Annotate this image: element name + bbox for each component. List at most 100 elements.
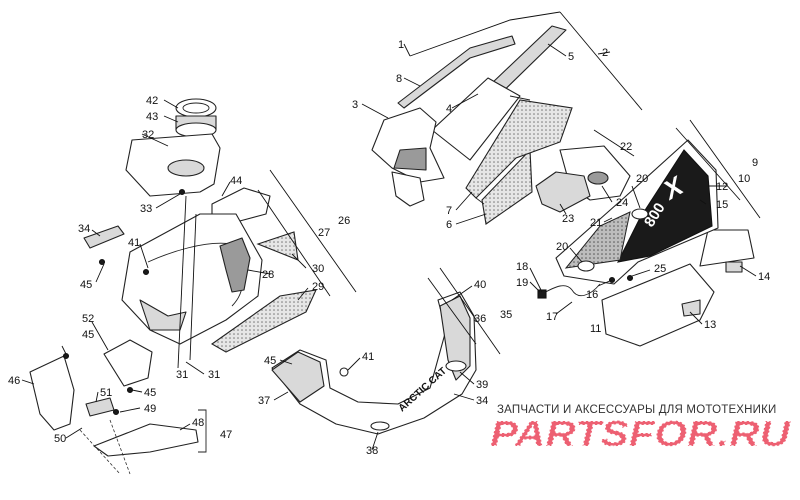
part-42-ring — [175, 98, 217, 118]
bracket-1-2 — [409, 11, 561, 57]
part-49-fastener — [112, 408, 120, 416]
leader-50 — [65, 427, 83, 439]
leader-1 — [403, 43, 411, 57]
callout-36: 36 — [474, 313, 486, 325]
part-3-visor — [371, 107, 445, 183]
leader-45-lower — [61, 345, 67, 355]
callout-47: 47 — [220, 429, 232, 441]
part-6-mesh-panel — [481, 148, 533, 225]
callout-35: 35 — [500, 309, 512, 321]
part-31-rod-right — [189, 213, 197, 361]
leader-43 — [163, 115, 179, 123]
callout-32: 32 — [142, 129, 154, 141]
leader-16 — [597, 279, 613, 287]
bracket-2-right — [559, 11, 643, 111]
leader-3 — [361, 103, 389, 119]
leader-20-upper — [631, 185, 641, 209]
part-33-fastener — [178, 188, 186, 196]
leader-25 — [631, 269, 651, 277]
watermark-logo: PARTSFOR.RU — [489, 412, 792, 455]
leader-19 — [529, 281, 541, 293]
callout-27: 27 — [318, 227, 330, 239]
callout-34-left: 34 — [78, 223, 90, 235]
watermark-logo-text: PARTSFOR.RU — [490, 413, 791, 454]
leader-49 — [119, 407, 141, 413]
callout-44: 44 — [230, 175, 242, 187]
bracket-12 — [675, 127, 741, 201]
part-48-bracket-marker — [198, 409, 207, 453]
bracket-40 — [427, 277, 477, 345]
callout-14: 14 — [758, 271, 770, 283]
watermark-tagline: ЗАПЧАСТИ И АКСЕССУАРЫ ДЛЯ МОТОТЕХНИКИ — [497, 404, 777, 416]
leader-18 — [529, 267, 543, 293]
leader-38 — [371, 431, 379, 451]
callout-6: 6 — [446, 219, 452, 231]
leader-41-left — [139, 243, 149, 269]
leader-44 — [221, 181, 231, 197]
part-36-port — [445, 360, 467, 372]
part-34-strip — [83, 225, 125, 249]
callout-31: 31 — [208, 369, 220, 381]
part-14-cutout — [725, 261, 743, 273]
part-41-fastener-center — [339, 367, 349, 377]
part-3-visor-lower — [391, 171, 425, 207]
part-7-edge — [475, 197, 485, 205]
leader-45-bottom — [131, 389, 143, 393]
leader-6 — [455, 213, 487, 225]
part-46-bracket — [29, 355, 75, 431]
callout-38: 38 — [366, 445, 378, 457]
callout-17: 17 — [546, 311, 558, 323]
part-45-fastener-left — [98, 258, 106, 266]
callout-30: 30 — [312, 263, 324, 275]
part-32-port — [167, 159, 205, 177]
side-panel-assembly: 800 X — [535, 139, 755, 347]
leader-4 — [451, 93, 479, 109]
callout-12: 12 — [716, 181, 728, 193]
part-30-mesh-insert — [256, 231, 299, 261]
callout-13: 13 — [704, 319, 716, 331]
callout-25: 25 — [654, 263, 666, 275]
leader-29 — [297, 287, 309, 301]
part-11-lower-panel — [601, 263, 715, 347]
callout-26: 26 — [338, 215, 350, 227]
callout-9: 9 — [752, 157, 758, 169]
leader-39 — [459, 371, 475, 385]
callout-1: 1 — [398, 39, 404, 51]
leader-37 — [273, 391, 289, 401]
part-29-mesh-panel — [210, 289, 317, 353]
leader-30 — [291, 253, 307, 269]
part-37-left-wall — [271, 351, 325, 403]
part-47-lower-guard — [93, 423, 199, 457]
leader-48 — [179, 423, 191, 431]
callout-2: 2 — [602, 47, 608, 59]
callout-5: 5 — [568, 51, 574, 63]
part-45-fastener-upper — [62, 352, 70, 360]
callout-43: 43 — [146, 111, 158, 123]
leader-41-center — [347, 357, 361, 371]
callout-31-second: 31 — [176, 369, 188, 381]
part-18-connector — [537, 289, 547, 299]
bracket-27-inner — [257, 189, 331, 297]
callout-24: 24 — [616, 197, 628, 209]
left-nose-assembly — [98, 187, 317, 369]
part-31-rod-left — [177, 195, 187, 369]
group-brackets — [257, 11, 761, 355]
part-21-mesh-vent — [564, 211, 631, 269]
part-28-bracket — [219, 237, 251, 293]
callout-42: 42 — [146, 95, 158, 107]
callout-37: 37 — [258, 395, 270, 407]
leader-14 — [739, 265, 757, 277]
callout-41-left: 41 — [128, 237, 140, 249]
bracket-22 — [593, 129, 635, 157]
bracket-35-36 — [439, 267, 501, 355]
callout-10: 10 — [738, 173, 750, 185]
part-27-insert — [139, 299, 187, 331]
callout-45-center: 45 — [264, 355, 276, 367]
bracket-26-27 — [269, 169, 357, 293]
leader-28 — [247, 269, 271, 275]
windshield-assembly — [371, 25, 573, 225]
part-8-windshield-top — [397, 35, 516, 109]
callout-15: 15 — [716, 199, 728, 211]
callout-18: 18 — [516, 261, 528, 273]
